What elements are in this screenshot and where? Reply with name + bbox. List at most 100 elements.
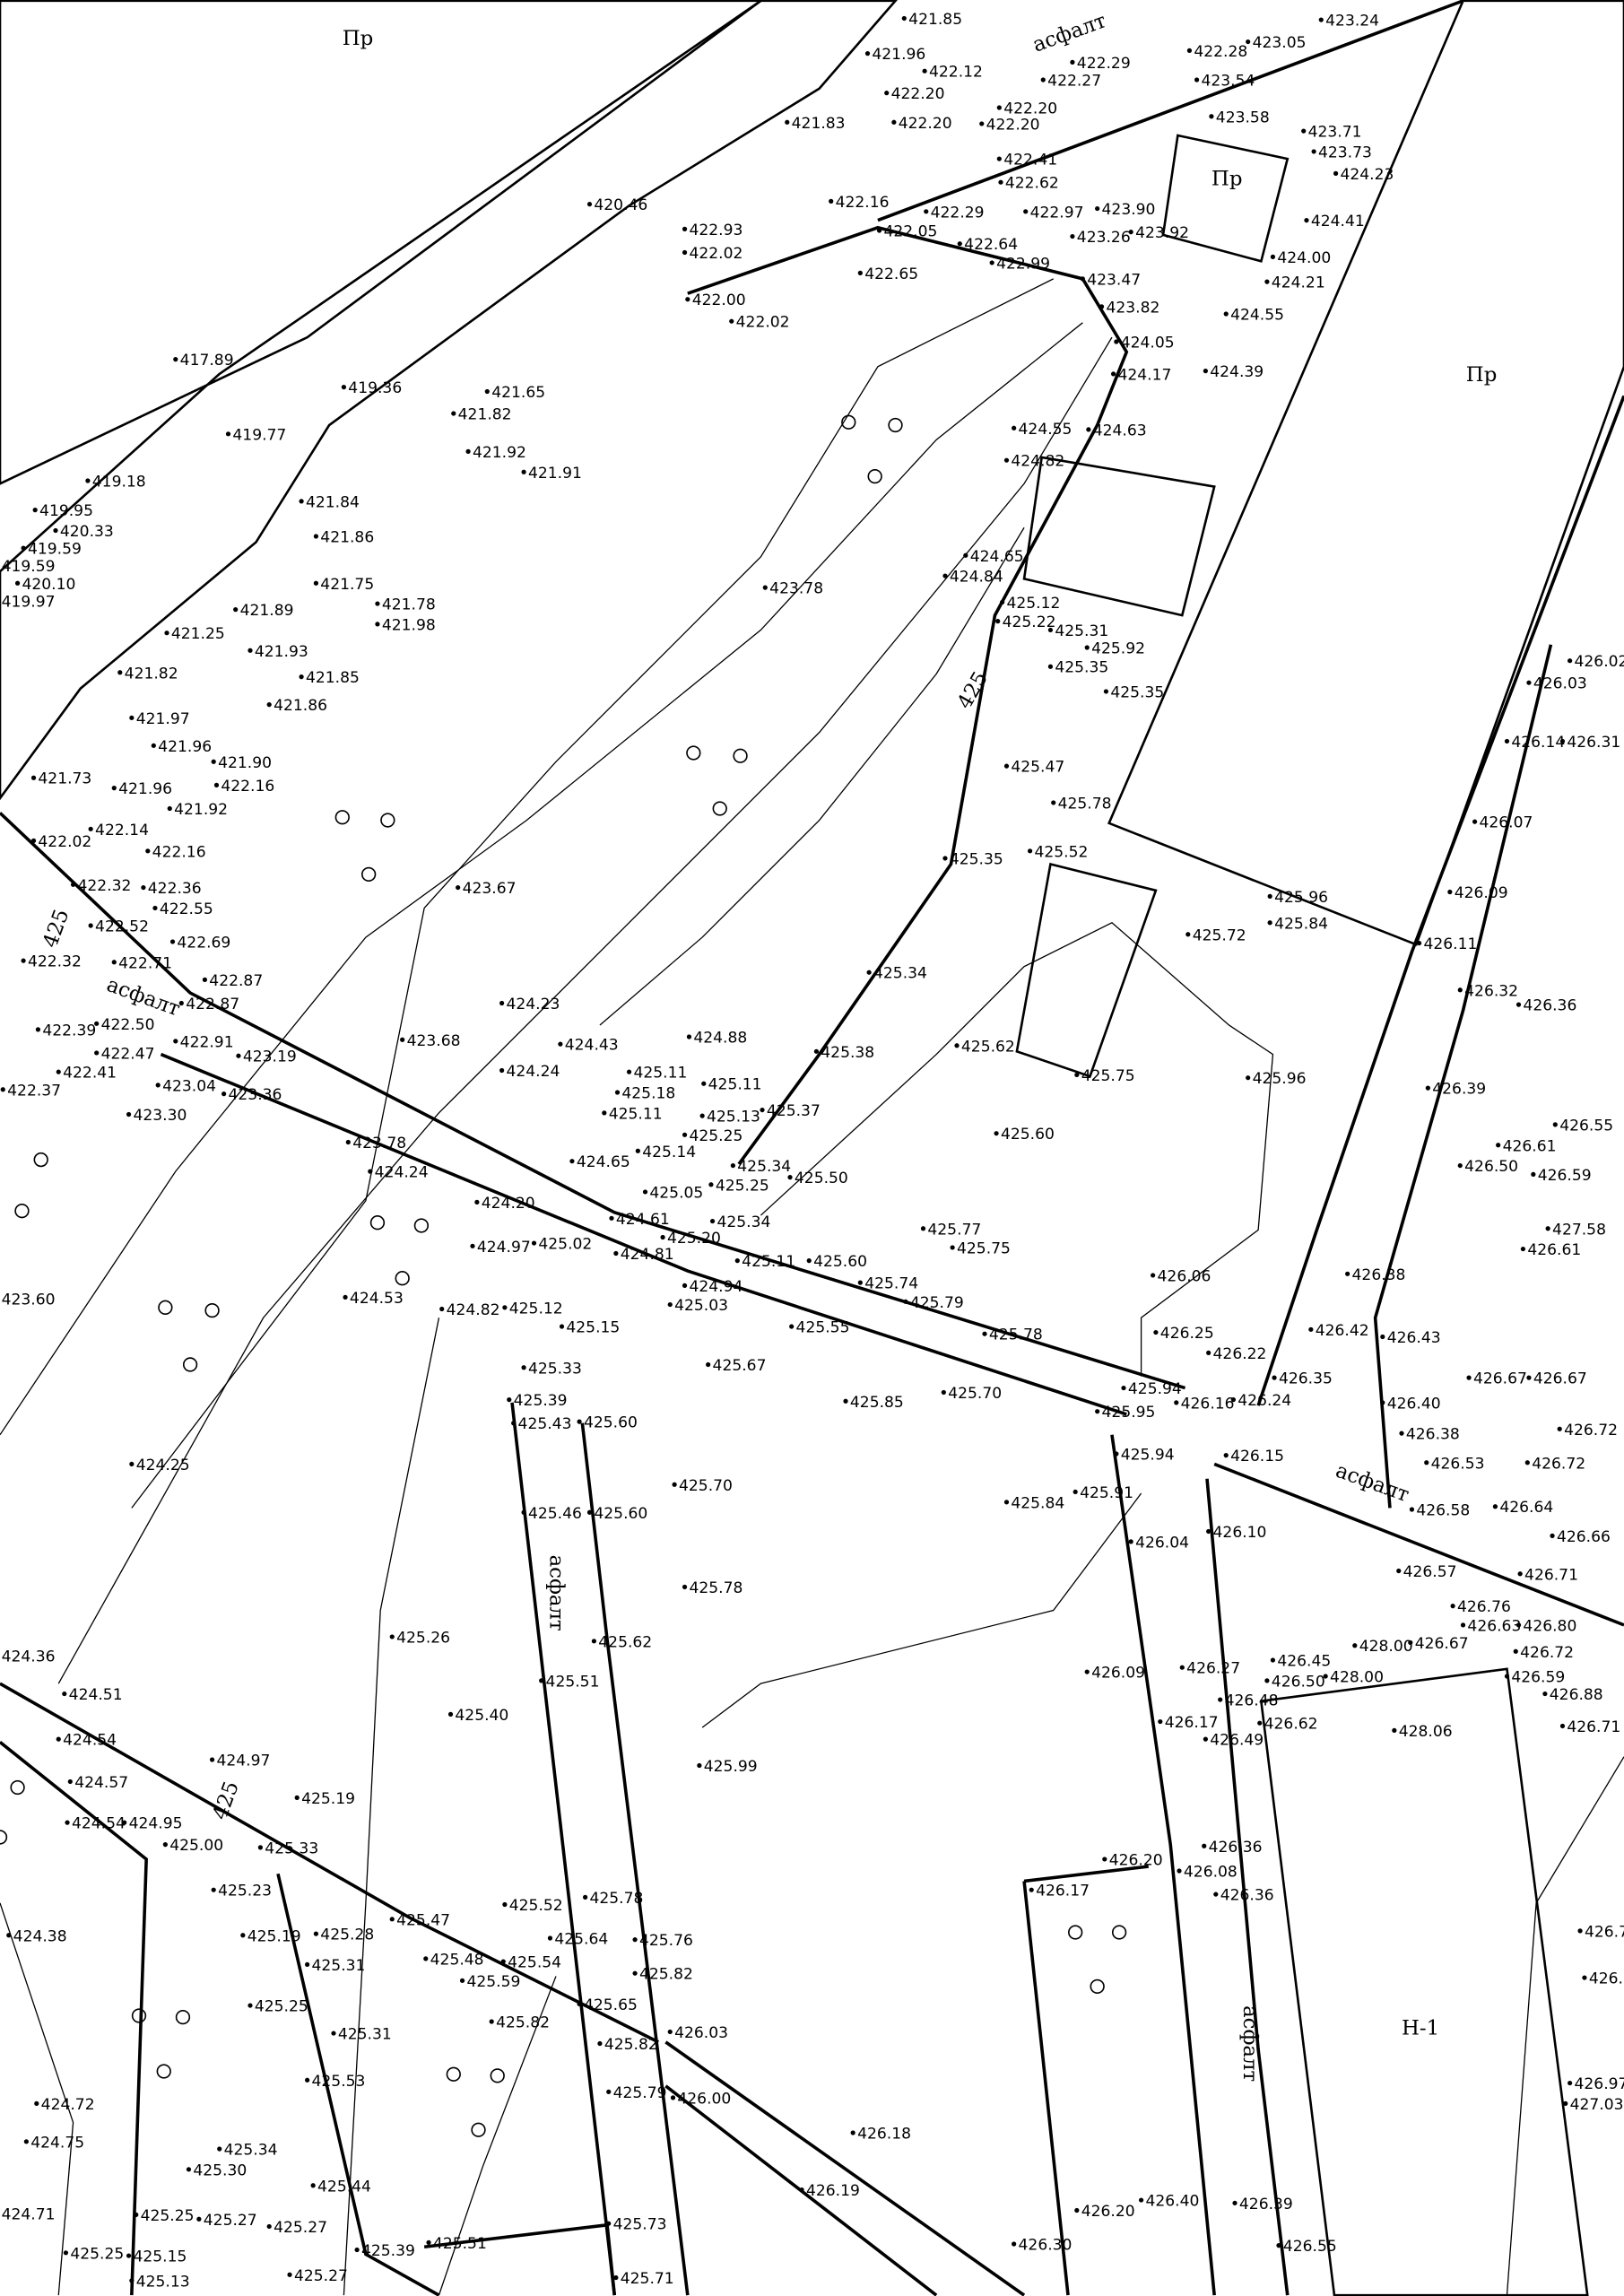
elevation-label: 422.41	[1003, 152, 1057, 170]
elevation-labels: 421.85421.96422.12422.20422.20421.83422.…	[0, 11, 1624, 2291]
elevation-label: 425.02	[538, 1236, 592, 1254]
survey-point-marker	[1460, 1622, 1466, 1628]
survey-point-marker	[1466, 1375, 1472, 1380]
elevation-label: 423.78	[769, 580, 823, 598]
survey-point-marker	[697, 1762, 702, 1769]
survey-point-marker	[686, 1034, 692, 1039]
survey-point-marker	[426, 2239, 431, 2245]
building-label: Пр	[1466, 363, 1498, 387]
survey-point-marker	[1086, 427, 1091, 432]
survey-point-marker	[32, 508, 38, 513]
elevation-label: 422.41	[63, 1065, 117, 1083]
elevation-label: 425.60	[594, 1505, 647, 1523]
elevation-label: 425.82	[639, 1966, 693, 1984]
elevation-label: 423.24	[1325, 13, 1379, 30]
survey-point-marker	[1203, 369, 1208, 374]
elevation-label: 426.71	[1524, 1566, 1578, 1584]
survey-point-marker	[577, 1419, 582, 1424]
survey-point-marker	[1070, 59, 1075, 65]
survey-point-marker	[151, 743, 156, 748]
elevation-label: 421.96	[118, 780, 172, 798]
survey-point-marker	[843, 1398, 848, 1404]
elevation-label: 425.25	[255, 1998, 308, 2016]
survey-point-marker	[708, 1182, 714, 1187]
elevation-label: 424.00	[1277, 249, 1331, 267]
elevation-label: 423.60	[2, 1292, 56, 1309]
elevation-label: 419.36	[348, 379, 402, 397]
survey-point-marker	[1185, 932, 1191, 937]
survey-point-marker	[521, 1365, 526, 1370]
survey-point-marker	[1084, 1669, 1090, 1674]
elevation-label: 424.53	[350, 1290, 404, 1308]
survey-point-marker	[1174, 1400, 1179, 1405]
survey-point-marker	[129, 715, 135, 720]
building-upper-right	[1107, 0, 1624, 946]
elevation-label: 426.50	[1464, 1158, 1518, 1176]
survey-point-marker	[1557, 1426, 1562, 1431]
elevation-label: 425.18	[621, 1085, 675, 1103]
survey-point-marker	[760, 1107, 765, 1113]
survey-point-marker	[1232, 2200, 1238, 2205]
survey-point-marker	[864, 51, 871, 57]
survey-point-marker	[670, 2095, 676, 2100]
survey-point-marker	[343, 1294, 348, 1300]
elevation-label: 426.72	[1564, 1422, 1618, 1439]
survey-point-marker	[1496, 1143, 1501, 1148]
survey-point-marker	[1128, 230, 1133, 235]
survey-point-marker	[922, 68, 927, 74]
survey-point-marker	[632, 1970, 638, 1976]
elevation-label: 423.67	[463, 880, 517, 898]
elevation-label: 424.88	[693, 1030, 747, 1048]
survey-point-marker	[626, 1069, 632, 1074]
survey-point-marker	[1023, 209, 1029, 214]
elevation-label: 422.05	[883, 223, 937, 241]
survey-point-marker	[217, 2146, 222, 2152]
elevation-label: 422.02	[689, 245, 743, 263]
survey-point-marker	[857, 1280, 863, 1285]
elevation-label: 425.27	[204, 2212, 257, 2230]
survey-point-marker	[1179, 1665, 1185, 1670]
survey-point-marker	[982, 1331, 987, 1336]
tree-icon	[33, 1152, 48, 1168]
elevation-label: 424.82	[447, 1301, 500, 1319]
elevation-label: 425.03	[674, 1297, 728, 1315]
building-label: Пр	[1211, 167, 1243, 190]
survey-point-marker	[489, 2019, 494, 2024]
elevation-label: 426.09	[1091, 1665, 1145, 1683]
survey-point-marker	[876, 228, 882, 233]
survey-point-marker	[423, 1956, 429, 1961]
survey-point-marker	[1276, 2243, 1281, 2248]
elevation-label: 424.55	[1230, 307, 1284, 325]
tree-icon	[360, 866, 377, 883]
elevation-label: 425.48	[430, 1951, 484, 1969]
survey-point-marker	[375, 601, 380, 606]
elevation-label: 426.67	[1533, 1370, 1587, 1388]
tree-icon	[369, 1215, 386, 1231]
survey-point-marker	[850, 2130, 855, 2135]
elevation-label: 425.13	[136, 2273, 190, 2291]
survey-point-marker	[706, 1361, 711, 1368]
survey-point-marker	[313, 580, 319, 586]
survey-point-marker	[1246, 39, 1251, 45]
tree-symbols	[0, 414, 1127, 2137]
elevation-label: 425.79	[613, 2084, 667, 2102]
survey-point-marker	[1408, 1639, 1413, 1646]
survey-point-marker	[34, 2100, 39, 2107]
survey-point-marker	[117, 670, 123, 675]
elevation-label: 424.36	[2, 1648, 56, 1666]
survey-point-marker	[1270, 254, 1276, 260]
survey-point-marker	[924, 209, 929, 214]
survey-point-marker	[1267, 920, 1272, 926]
survey-point-marker	[577, 2001, 582, 2007]
survey-point-marker	[1073, 1489, 1078, 1495]
elevation-label: 426.04	[1135, 1534, 1189, 1552]
elevation-label: 426.72	[1585, 1923, 1624, 1941]
elevation-label: 426.59	[1538, 1167, 1592, 1185]
elevation-label: 424.75	[30, 2134, 84, 2152]
survey-point-marker	[456, 884, 461, 891]
elevation-label: 422.37	[7, 1082, 61, 1100]
survey-point-marker	[459, 1978, 465, 1983]
elevation-label: 426.63	[1467, 1617, 1521, 1635]
survey-point-marker	[1194, 77, 1200, 83]
elevation-label: 426.16	[1181, 1395, 1235, 1413]
